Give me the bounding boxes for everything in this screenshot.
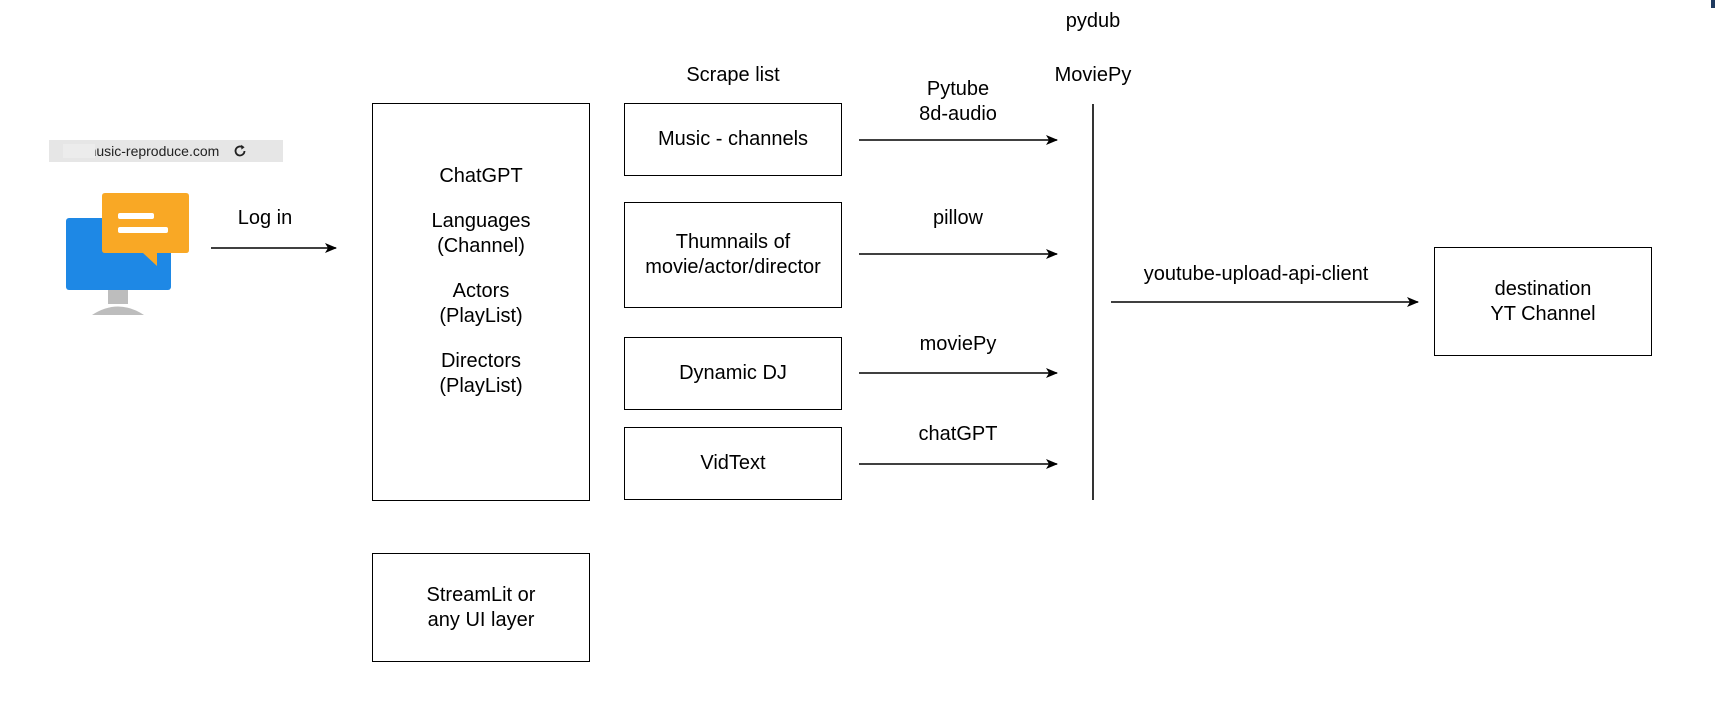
destination-box: destination YT Channel <box>1434 247 1652 356</box>
login-label: Log in <box>237 207 293 229</box>
chatgpt-line: ChatGPT <box>439 165 523 187</box>
thumbnails-label: Thumnails of movie/actor/director <box>645 231 821 278</box>
destination-label: destination YT Channel <box>1490 277 1596 325</box>
actors-line: Actors (PlayList) <box>439 280 523 327</box>
moviepy-label: MoviePy <box>1054 64 1132 86</box>
chatgpt-tool-label: chatGPT <box>918 423 998 445</box>
languages-line: Languages (Channel) <box>431 210 531 257</box>
pytube-label: Pytube 8d-audio <box>919 78 997 125</box>
ui-layer-box: StreamLit or any UI layer <box>372 553 590 662</box>
chatgpt-box: ChatGPT Languages (Channel) Actors (Play… <box>372 103 590 501</box>
pillow-label: pillow <box>932 207 984 229</box>
scrape-item-vidtext: VidText <box>624 427 842 500</box>
music-channels-label: Music - channels <box>657 128 809 150</box>
dynamic-dj-label: Dynamic DJ <box>679 362 787 384</box>
directors-line: Directors (PlayList) <box>439 350 523 397</box>
pydub-label: pydub <box>1065 10 1121 32</box>
scrape-item-music-channels: Music - channels <box>624 103 842 176</box>
scrape-list-title: Scrape list <box>686 64 780 86</box>
ui-layer-label: StreamLit or any UI layer <box>426 583 536 631</box>
computer-chat-icon <box>66 193 189 315</box>
url-bar-backdrop <box>63 144 95 158</box>
reload-icon[interactable] <box>233 144 247 158</box>
scrape-item-dynamic-dj: Dynamic DJ <box>624 337 842 410</box>
upload-client-label: youtube-upload-api-client <box>1143 263 1369 285</box>
vidtext-label: VidText <box>700 452 766 474</box>
moviepy-tool-label: moviePy <box>919 333 997 355</box>
corner-mark <box>1711 0 1715 8</box>
browser-url-bar[interactable]: music-reproduce.com <box>49 140 283 162</box>
url-text: music-reproduce.com <box>84 143 220 159</box>
scrape-item-thumbnails: Thumnails of movie/actor/director <box>624 202 842 308</box>
